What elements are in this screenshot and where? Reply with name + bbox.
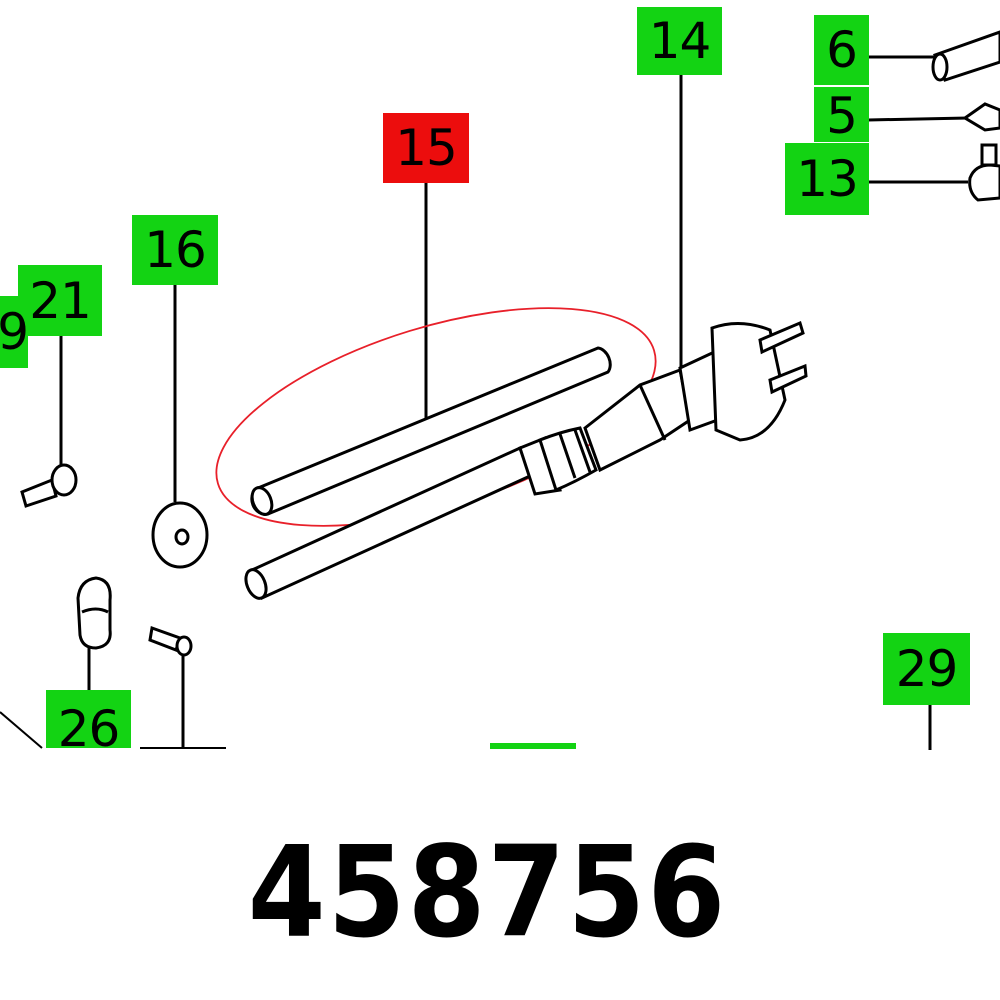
fitting-part-13 [968,143,1000,202]
callout-label-5: 5 [826,87,858,145]
screw-part-21 [20,463,78,508]
callout-box-15 [383,113,469,183]
leader-5 [867,116,969,122]
callout-box-26 [46,690,131,748]
washer-part-16 [151,501,209,569]
callout-label-6: 6 [826,21,858,79]
callout-box-5 [814,87,869,142]
rod-part-15 [250,346,612,516]
edge-line [0,711,43,749]
callout-label-16: 16 [144,221,207,279]
part-number: 458756 [247,820,728,966]
tube-part-6 [931,30,1000,82]
callout-box-13 [785,143,869,215]
nut-part-5 [962,102,1000,132]
callout-box-16 [132,215,218,285]
callout-label-26: 26 [57,700,121,758]
callout-box-partial [490,743,576,749]
callout-label-13: 13 [796,150,859,208]
callout-box-9 [0,296,28,368]
callout-boxes [0,7,970,749]
clamp-part-26 [76,576,112,650]
bolt-part [148,625,193,657]
callout-label-14: 14 [648,12,712,70]
callout-label-9: 9 [0,303,28,361]
callout-label-29: 29 [895,640,959,698]
leader-lines [59,55,969,750]
callout-label-15: 15 [395,119,458,177]
callout-box-29 [883,633,970,705]
callout-label-21: 21 [29,271,92,330]
callout-box-14 [637,7,722,75]
callout-box-21 [18,265,102,336]
callout-box-6 [814,15,869,85]
cable-assembly-part-14 [244,320,808,601]
